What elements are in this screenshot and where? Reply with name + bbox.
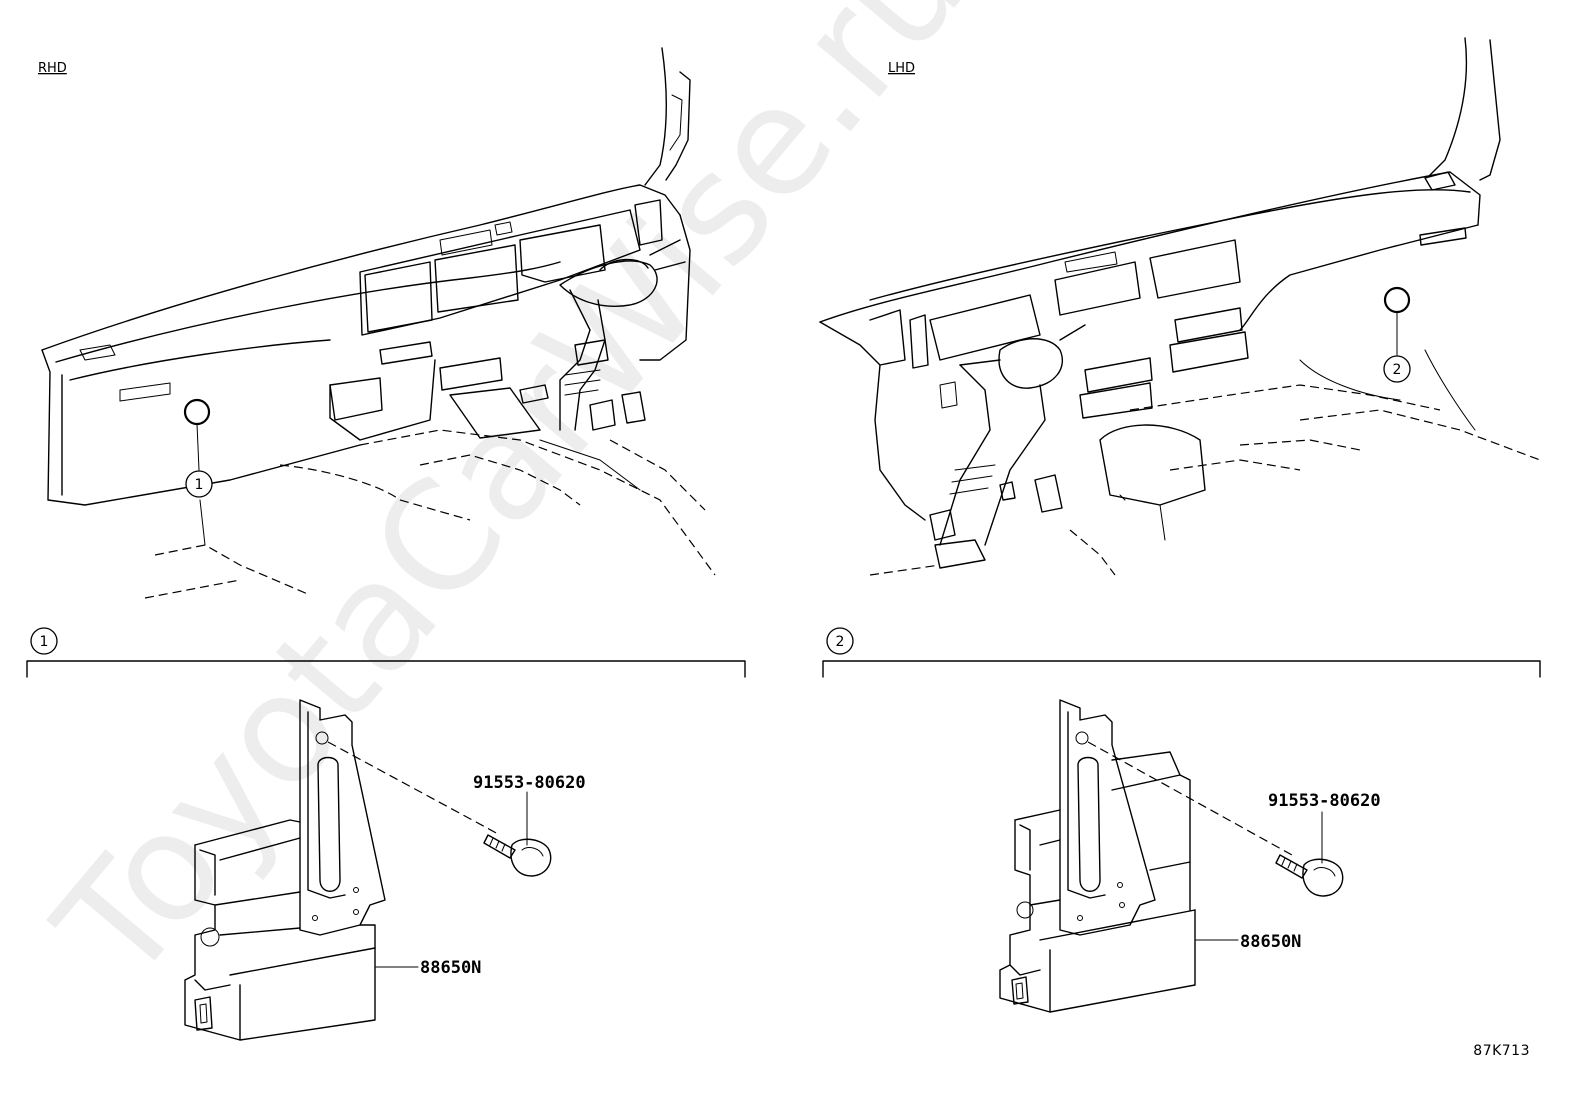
lhd-callout-number: 2 [1393,362,1402,378]
lhd-callout: 2 [1383,355,1411,383]
rhd-label: RHD [38,61,67,76]
detail-2: 2 [822,627,1541,1013]
detail-2-ecu-drawing [999,699,1344,1013]
rhd-dashboard-drawing [41,47,716,599]
detail-1-ecu-drawing [184,699,552,1041]
rhd-callout-number: 1 [195,477,204,493]
detail-1-bolt-part-number: 91553-80620 [473,773,586,793]
detail-1-ecu-part-number: 88650N [420,958,481,978]
watermark: ToyotaCarWise.ru [24,0,999,1014]
detail-2-ecu-part-number: 88650N [1240,932,1301,952]
detail-2-callout: 2 [826,627,854,655]
lhd-dashboard-drawing [819,37,1541,576]
detail-1: 1 [26,627,746,1041]
lhd-view: LHD [819,37,1541,576]
detail-1-callout-number: 1 [40,634,49,650]
detail-2-callout-number: 2 [836,634,845,650]
drawing-code: 87K713 [1473,1043,1530,1059]
lhd-label: LHD [888,61,915,76]
lhd-ecu-location-marker [1383,286,1411,314]
detail-2-bracket-line [822,660,1541,678]
rhd-view: RHD [38,47,716,599]
detail-1-fastening-line [327,741,501,836]
detail-2-fastening-line [1087,741,1293,856]
detail-1-bracket-line [26,660,746,678]
detail-2-bolt-part-number: 91553-80620 [1268,791,1381,811]
detail-1-callout: 1 [30,627,58,655]
rhd-callout: 1 [185,470,213,498]
rhd-ecu-location-marker [183,398,211,426]
